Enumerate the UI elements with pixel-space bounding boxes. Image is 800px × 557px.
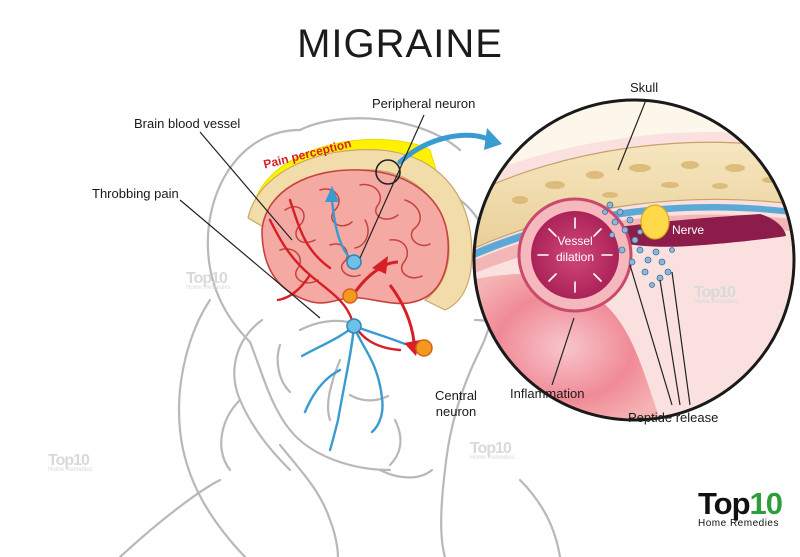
watermark-4-brand: Top10	[694, 284, 736, 301]
central-neuron-node	[415, 339, 433, 357]
zoom-arrow	[397, 132, 493, 165]
label-vessel-dilation-line2: dilation	[555, 250, 595, 264]
peptide-dots	[602, 201, 675, 288]
label-central-neuron-line2: neuron	[435, 404, 477, 419]
label-inflammation: Inflammation	[510, 386, 585, 401]
nerve-ending	[640, 204, 670, 240]
label-throbbing-pain: Throbbing pain	[92, 186, 179, 201]
neuron-node-lower	[346, 318, 362, 334]
watermark-1-tagline: Home Remedies	[186, 285, 231, 291]
label-peptide-release: Peptide release	[628, 410, 719, 425]
watermark-4-tagline: Home Remedies	[694, 299, 739, 305]
zoom-arrow-head	[484, 128, 502, 150]
red-arrow-down	[388, 284, 416, 343]
brand-logo: Top10 Home Remedies	[698, 488, 800, 548]
zoom-detail	[474, 100, 794, 420]
watermark-3-brand: Top10	[470, 440, 512, 457]
label-brain-blood-vessel: Brain blood vessel	[134, 116, 241, 131]
label-skull: Skull	[630, 80, 659, 95]
brand-logo-prefix: Top	[698, 486, 751, 521]
brand-logo-main: Top10	[698, 488, 800, 520]
watermark-2-tagline: Home Remedies	[48, 467, 93, 473]
red-arrow-head-2	[404, 340, 420, 356]
zoom-marker	[375, 159, 401, 185]
watermark-2-brand: Top10	[48, 452, 90, 469]
label-vessel-dilation-line1: Vessel	[557, 234, 593, 248]
red-arrow-head-1	[372, 256, 388, 274]
leader-lines	[179, 99, 691, 406]
label-central-neuron-line1: Central	[435, 388, 477, 403]
neuron-node-middle	[342, 288, 358, 304]
watermark-1-brand: Top10	[186, 270, 228, 287]
diagram-title: MIGRAINE	[297, 22, 503, 66]
zoom-circle-border	[472, 98, 796, 422]
peripheral-neuron-node	[346, 254, 362, 270]
nerve-arrow-up	[325, 186, 339, 202]
brand-logo-sub: Home Remedies	[698, 518, 779, 529]
label-nerve: Nerve	[672, 223, 705, 237]
watermark-3-tagline: Home Remedies	[470, 455, 515, 461]
brand-logo-suffix: 10	[749, 486, 783, 521]
label-peripheral-neuron: Peripheral neuron	[372, 96, 476, 111]
